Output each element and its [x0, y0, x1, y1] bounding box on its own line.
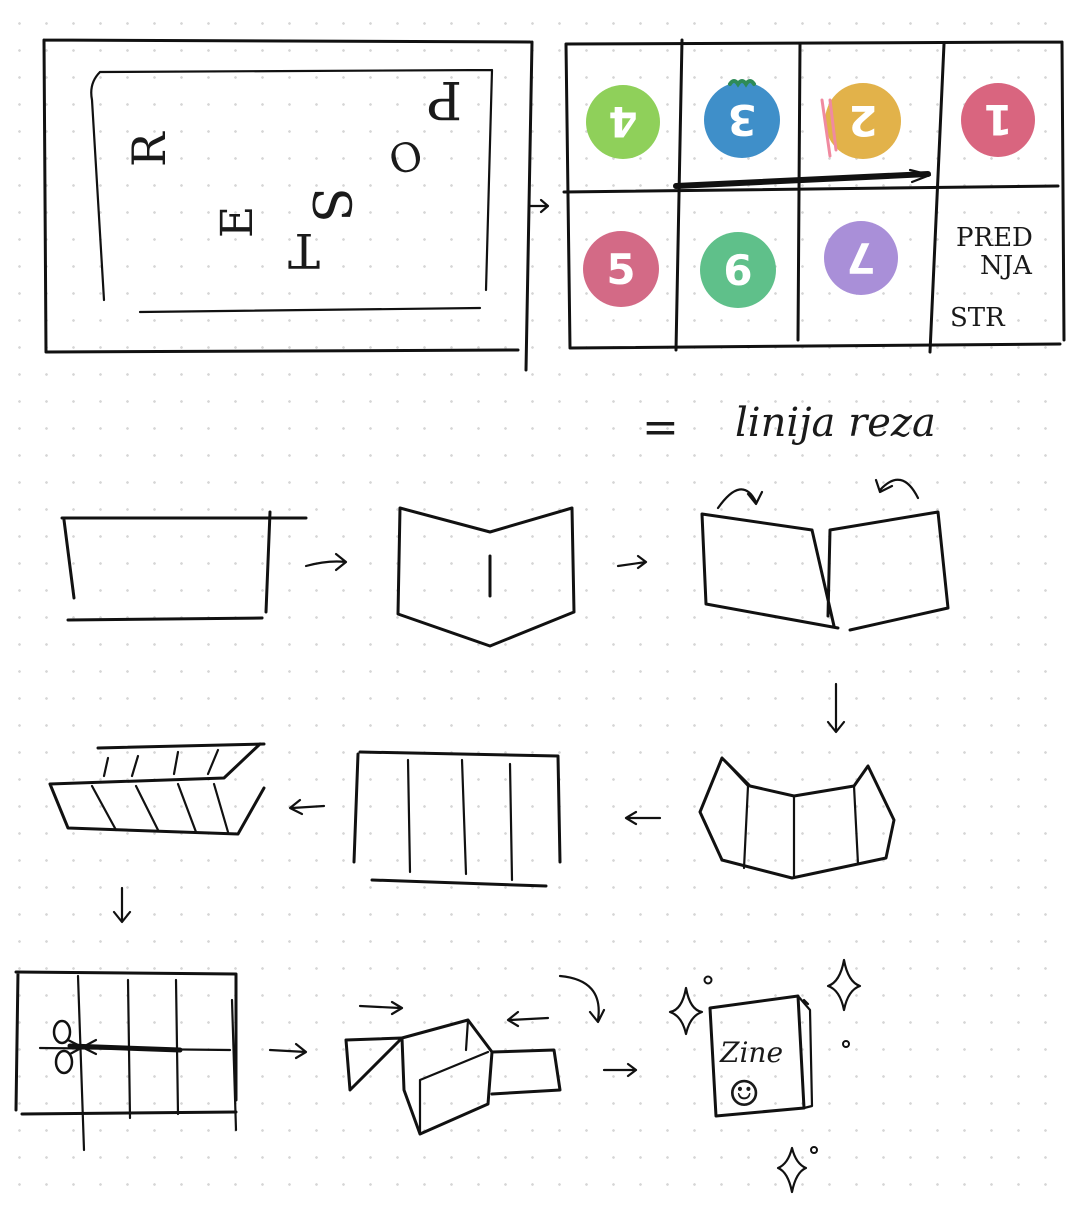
page-number: 3 — [727, 95, 756, 144]
front-page-line1: PRED — [956, 223, 1033, 253]
poster-letter-o: O — [384, 132, 428, 185]
zine-cover-text: Zine — [719, 1036, 783, 1069]
page-number: 7 — [846, 233, 875, 282]
page-circle-5: 5 — [583, 231, 659, 307]
step-8-box-fold — [346, 976, 604, 1134]
step-4-folded-accordion — [700, 758, 894, 878]
page-circle-3: 3 — [704, 81, 780, 158]
cut-legend: = linija reza — [642, 400, 936, 453]
front-page-line2: NJA — [980, 251, 1033, 281]
cut-legend-text: linija reza — [735, 400, 936, 446]
poster-letter-p: P — [427, 69, 462, 129]
step-3-fold-flaps — [702, 480, 948, 630]
front-page-line3: STR — [950, 303, 1006, 333]
cut-legend-symbol: = — [642, 402, 679, 453]
arrow-right-3-icon — [618, 556, 646, 568]
sparkle-icon — [670, 988, 702, 1034]
page-number: 1 — [983, 95, 1012, 144]
arrow-left-2-icon — [290, 800, 324, 814]
poster-letters: P O S T E R — [122, 69, 462, 278]
poster-letter-r: R — [122, 131, 176, 167]
arrow-right-2-icon — [306, 554, 346, 570]
poster-letter-e: E — [212, 206, 263, 238]
page-number: 6 — [723, 246, 752, 295]
step-2-fold-vertical — [398, 508, 574, 646]
arrow-down-1-icon — [828, 684, 844, 732]
page-number: 5 — [606, 245, 635, 294]
page-number: 4 — [608, 97, 637, 146]
arrow-right-4-icon — [270, 1044, 306, 1058]
step-5-panels — [354, 752, 560, 886]
front-page-label: PRED NJA STR — [950, 223, 1033, 333]
page-number: 2 — [848, 96, 877, 145]
page-circles: 4 3 2 1 5 6 7 — [583, 81, 1035, 308]
sparkle-icon — [778, 1148, 806, 1192]
finished-zine: Zine ☺ — [710, 996, 812, 1116]
page-circle-2: 2 — [822, 83, 901, 159]
cut-line — [676, 174, 928, 186]
page-circle-7: 7 — [824, 221, 898, 295]
arrow-right-1-icon — [530, 200, 548, 212]
step-6-half-fold — [50, 744, 264, 834]
poster-letter-s: S — [300, 187, 360, 223]
poster-letter-t: T — [288, 222, 320, 278]
page-circle-4: 4 — [586, 85, 660, 159]
arrow-left-1-icon — [626, 812, 660, 824]
arrow-right-5-icon — [604, 1064, 636, 1076]
page-circle-1: 1 — [961, 83, 1035, 157]
sparkle-icons — [670, 960, 860, 1192]
step-7-cut-sheet — [16, 972, 236, 1150]
zine-smiley-icon: ☺ — [728, 1074, 760, 1115]
arrow-down-2-icon — [114, 888, 130, 922]
page-circle-6: 6 — [700, 232, 776, 308]
step-1-sheet — [62, 512, 306, 620]
sparkle-icon — [828, 960, 860, 1010]
